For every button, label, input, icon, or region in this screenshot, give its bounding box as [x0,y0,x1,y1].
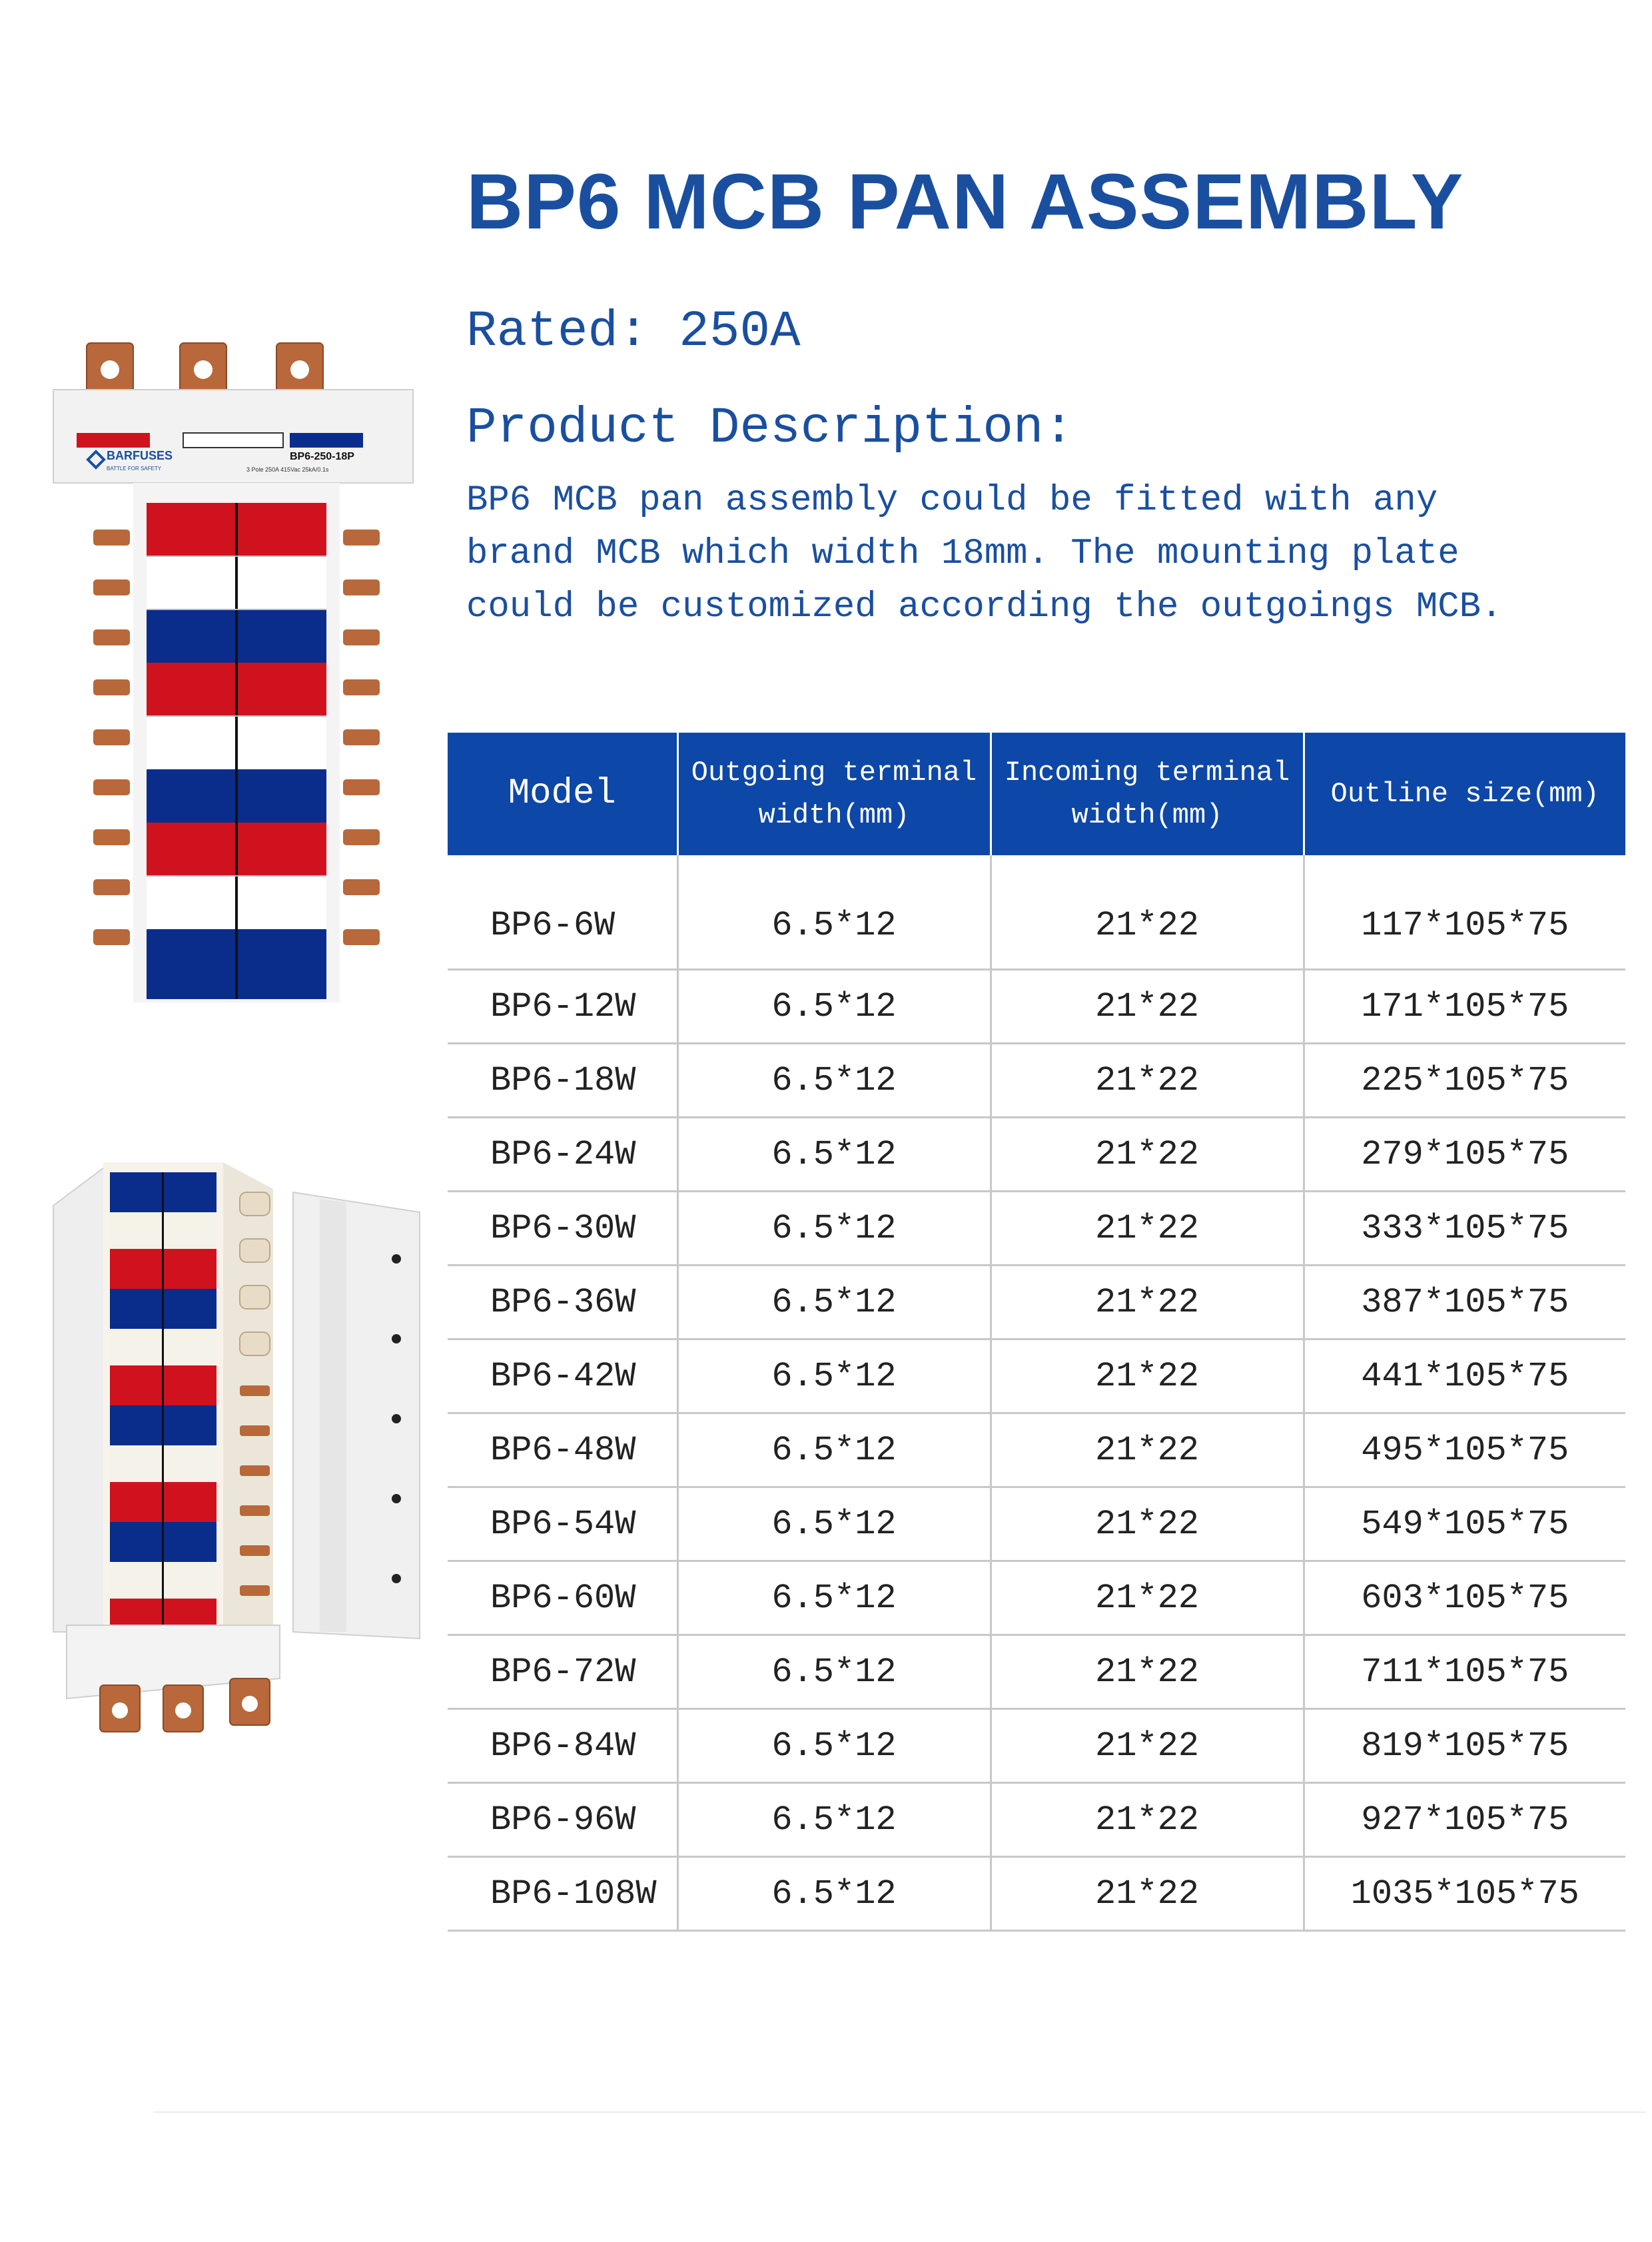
cell-incoming: 21*22 [991,1635,1305,1710]
table-row: BP6-24W 6.5*12 21*22 279*105*75 [448,1117,1625,1192]
product-perspective-image [53,1162,420,1732]
cell-outgoing: 6.5*12 [677,1708,992,1784]
table-row: BP6-48W 6.5*12 21*22 495*105*75 [448,1413,1625,1488]
header-incoming-line2: width(mm) [1071,799,1223,831]
rated-value: Rated: 250A [466,303,801,360]
cell-incoming: 21*22 [991,1561,1305,1636]
table-row: BP6-12W 6.5*12 21*22 171*105*75 [448,969,1625,1044]
cell-incoming: 21*22 [991,1191,1305,1266]
cell-model: BP6-48W [448,1413,679,1488]
cell-model: BP6-96W [448,1782,679,1858]
cell-model: BP6-60W [448,1561,679,1636]
cell-outline: 603*105*75 [1304,1561,1625,1636]
cell-model: BP6-12W [448,969,679,1044]
header-model: Model [448,733,679,855]
cell-outgoing: 6.5*12 [677,1856,992,1932]
cell-model: BP6-6W [448,855,679,970]
cell-incoming: 21*22 [991,1856,1305,1932]
header-outline: Outline size(mm) [1304,733,1625,855]
footer-divider [153,2111,1645,2113]
cell-outline: 819*105*75 [1304,1708,1625,1784]
cell-outgoing: 6.5*12 [677,1487,992,1562]
cell-outline: 927*105*75 [1304,1782,1625,1858]
cell-model: BP6-54W [448,1487,679,1562]
cell-incoming: 21*22 [991,969,1305,1044]
cell-incoming: 21*22 [991,1043,1305,1118]
cell-outline: 1035*105*75 [1304,1856,1625,1932]
cell-outgoing: 6.5*12 [677,1043,992,1118]
cell-incoming: 21*22 [991,1487,1305,1562]
table-row: BP6-84W 6.5*12 21*22 819*105*75 [448,1708,1625,1784]
cell-outgoing: 6.5*12 [677,969,992,1044]
cell-outgoing: 6.5*12 [677,1561,992,1636]
cell-model: BP6-18W [448,1043,679,1118]
description-heading: Product Description: [466,400,1074,457]
cell-outgoing: 6.5*12 [677,1782,992,1858]
cell-incoming: 21*22 [991,1782,1305,1858]
cell-incoming: 21*22 [991,1265,1305,1340]
table-row: BP6-18W 6.5*12 21*22 225*105*75 [448,1043,1625,1118]
description-body: BP6 MCB pan assembly could be fitted wit… [466,480,1503,627]
header-outgoing-line1: Outgoing terminal [691,757,977,789]
cell-outgoing: 6.5*12 [677,1191,992,1266]
table-row: BP6-54W 6.5*12 21*22 549*105*75 [448,1487,1625,1562]
page-title: BP6 MCB PAN ASSEMBLY [466,158,1464,246]
spec-table: Model Outgoing terminal width(mm) Incomi… [448,733,1625,1932]
table-row: BP6-72W 6.5*12 21*22 711*105*75 [448,1635,1625,1710]
cell-outline: 441*105*75 [1304,1339,1625,1414]
header-incoming-line1: Incoming terminal [1004,757,1290,789]
cell-incoming: 21*22 [991,1708,1305,1784]
cell-incoming: 21*22 [991,1339,1305,1414]
product-front-image: BARFUSES BATTLE FOR SAFETY BP6-250-18P 3… [53,342,414,1002]
cell-outgoing: 6.5*12 [677,1339,992,1414]
table-row: BP6-30W 6.5*12 21*22 333*105*75 [448,1191,1625,1266]
model-label: BP6-250-18P [290,451,354,462]
cell-model: BP6-30W [448,1191,679,1266]
cell-outline: 171*105*75 [1304,969,1625,1044]
cell-model: BP6-84W [448,1708,679,1784]
table-row: BP6-42W 6.5*12 21*22 441*105*75 [448,1339,1625,1414]
cell-outgoing: 6.5*12 [677,1265,992,1340]
cell-outline: 117*105*75 [1304,855,1625,970]
table-row: BP6-108W 6.5*12 21*22 1035*105*75 [448,1856,1625,1932]
brand-tagline: BATTLE FOR SAFETY [107,466,162,472]
cell-outgoing: 6.5*12 [677,1413,992,1488]
cell-incoming: 21*22 [991,1117,1305,1192]
cell-model: BP6-72W [448,1635,679,1710]
spec-label: 3 Pole 250A 415Vac 25kA/0.1s [246,466,329,473]
header-incoming: Incoming terminal width(mm) [991,733,1305,855]
cell-outline: 495*105*75 [1304,1413,1625,1488]
cell-outline: 225*105*75 [1304,1043,1625,1118]
cell-outgoing: 6.5*12 [677,1635,992,1710]
table-row: BP6-96W 6.5*12 21*22 927*105*75 [448,1782,1625,1858]
table-row: BP6-36W 6.5*12 21*22 387*105*75 [448,1265,1625,1340]
table-header-row: Model Outgoing terminal width(mm) Incomi… [448,733,1625,855]
cell-outline: 387*105*75 [1304,1265,1625,1340]
cell-outline: 333*105*75 [1304,1191,1625,1266]
cell-outgoing: 6.5*12 [677,1117,992,1192]
cell-model: BP6-42W [448,1339,679,1414]
cell-model: BP6-24W [448,1117,679,1192]
cell-outline: 711*105*75 [1304,1635,1625,1710]
cell-outgoing: 6.5*12 [677,855,992,970]
brand-label: BARFUSES [107,449,173,462]
table-row: BP6-6W 6.5*12 21*22 117*105*75 [448,855,1625,970]
cell-model: BP6-36W [448,1265,679,1340]
header-outgoing: Outgoing terminal width(mm) [677,733,992,855]
cell-outline: 279*105*75 [1304,1117,1625,1192]
header-outgoing-line2: width(mm) [758,799,910,831]
cell-model: BP6-108W [448,1856,679,1932]
table-row: BP6-60W 6.5*12 21*22 603*105*75 [448,1561,1625,1636]
cell-incoming: 21*22 [991,1413,1305,1488]
cell-outline: 549*105*75 [1304,1487,1625,1562]
cell-incoming: 21*22 [991,855,1305,970]
